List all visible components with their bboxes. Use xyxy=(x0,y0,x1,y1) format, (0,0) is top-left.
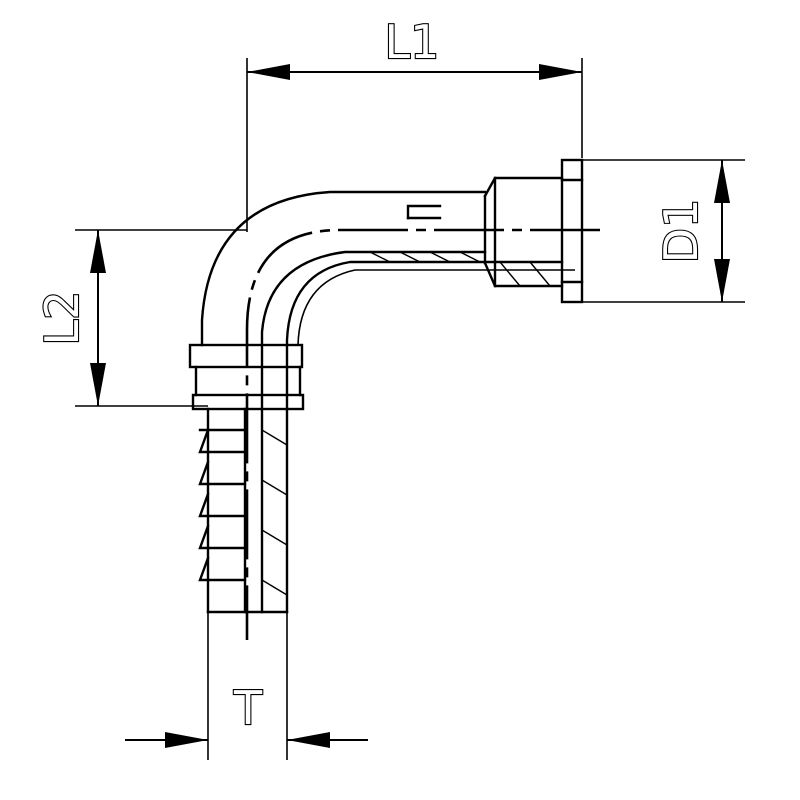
barb-4 xyxy=(198,524,247,550)
d1-arrow-top xyxy=(714,160,730,203)
tube-outer-wall xyxy=(200,190,487,347)
dimension-l2: L2 xyxy=(34,229,247,407)
l2-arrow-top xyxy=(90,230,106,273)
hatch-line xyxy=(459,251,481,263)
d1-label: D1 xyxy=(654,199,708,264)
hatch-line xyxy=(261,529,288,546)
l1-arrow-right xyxy=(539,64,582,80)
tube-step-mark xyxy=(406,204,442,220)
hatch-line xyxy=(369,251,391,263)
dimension-l1: L1 xyxy=(246,14,583,232)
barb-3 xyxy=(198,492,247,518)
hose-tail xyxy=(198,407,289,614)
dimension-t: T xyxy=(125,612,368,760)
barb-2 xyxy=(198,460,247,486)
l2-arrow-bottom xyxy=(90,363,106,406)
collar-ring xyxy=(188,343,304,369)
collar-flange xyxy=(191,393,305,411)
t-arrow-left xyxy=(165,732,208,748)
hatch-line xyxy=(261,579,288,596)
hatch-line xyxy=(261,479,288,496)
hatch-line xyxy=(499,261,521,287)
shoulder-bottom xyxy=(483,261,564,288)
tube-bore-inner xyxy=(297,269,575,346)
tube-bore-outer xyxy=(285,260,564,614)
barb-1 xyxy=(198,428,247,454)
centre-line xyxy=(245,228,600,640)
nut-body xyxy=(560,158,584,304)
hatch-line xyxy=(399,251,421,263)
hatch-line xyxy=(529,261,551,287)
t-arrow-right xyxy=(287,732,330,748)
l1-arrow-left xyxy=(247,64,290,80)
barb-5 xyxy=(198,556,247,582)
l1-label: L1 xyxy=(385,15,440,69)
collar xyxy=(188,343,305,411)
hatch-line xyxy=(429,251,451,263)
elbow-tube xyxy=(200,190,575,614)
l2-label: L2 xyxy=(35,291,89,346)
d1-arrow-bottom xyxy=(714,259,730,302)
t-label: T xyxy=(233,681,263,735)
hatch-line xyxy=(261,429,288,446)
shoulder-top xyxy=(483,176,564,198)
tube-inner-wall xyxy=(260,250,487,614)
dimension-d1: D1 xyxy=(562,159,745,303)
